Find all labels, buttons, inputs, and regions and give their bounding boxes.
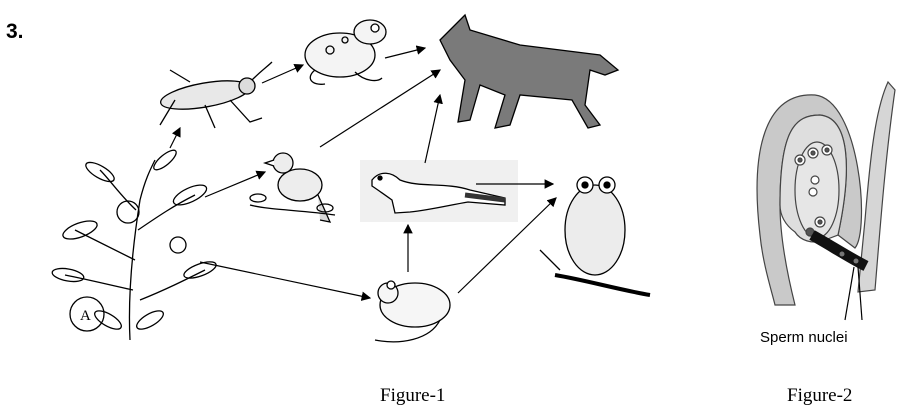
arrow-bird-to-wolf	[320, 70, 440, 147]
arrow-grasshopper-to-frog	[262, 65, 303, 83]
bird-organism	[250, 153, 335, 222]
plant-organism	[51, 147, 218, 340]
figure1-caption: Figure-1	[380, 385, 445, 407]
wolf-organism	[440, 15, 618, 128]
arrow-plant-to-grasshopper	[170, 128, 180, 148]
sperm-nuclei-label: Sperm nuclei	[760, 329, 848, 346]
arrow-plant-to-mouse	[200, 262, 370, 298]
arrow-frog-to-wolf	[385, 48, 425, 58]
ovule-diagram	[757, 82, 895, 320]
grasshopper-organism	[159, 62, 272, 128]
arrow-weasel-to-wolf	[425, 95, 440, 163]
producer-label: A	[80, 308, 91, 324]
mouse-organism	[375, 281, 450, 342]
figure2-caption: Figure-2	[787, 385, 852, 407]
arrow-plant-to-bird	[205, 172, 265, 197]
owl-organism	[540, 177, 650, 295]
frog-organism	[305, 20, 386, 84]
